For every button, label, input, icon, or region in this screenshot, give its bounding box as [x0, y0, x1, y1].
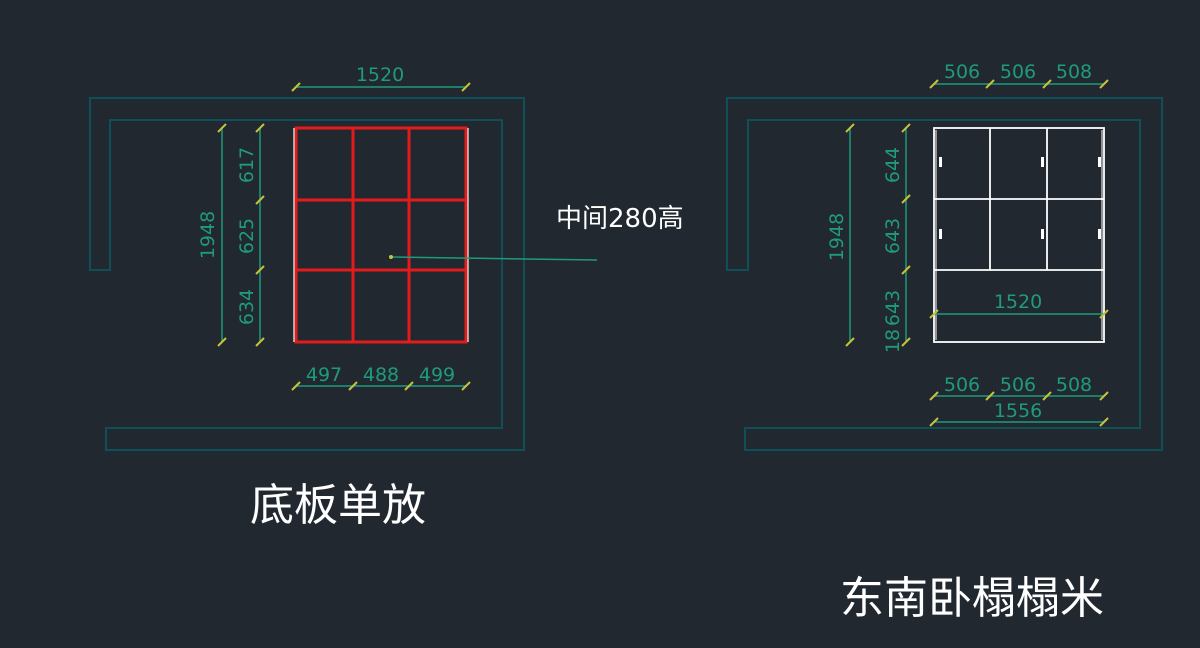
- right-vertical-dimension-lines: [849, 128, 907, 342]
- right-top-ticks: [929, 79, 1109, 89]
- left-top-width-label: 1520: [356, 64, 404, 86]
- right-row3-prefix-label: 18: [882, 329, 904, 353]
- left-bottom-ticks: [291, 381, 471, 391]
- right-plan: 506 506 508 1948 644 643 643 18 1520: [726, 61, 1163, 624]
- left-cabinet-frame: [294, 126, 468, 344]
- left-row1-label: 617: [236, 147, 258, 183]
- right-top-col3-label: 508: [1056, 61, 1092, 83]
- right-row2-label: 643: [882, 218, 904, 254]
- left-plan-title: 底板单放: [250, 480, 426, 531]
- right-inner-width-label: 1520: [994, 291, 1042, 313]
- right-cabinet-handles: [939, 157, 1101, 239]
- right-plan-title: 东南卧榻榻米: [840, 573, 1104, 624]
- right-bottom-ticks: [929, 391, 1109, 427]
- right-bottom-total-label: 1556: [994, 400, 1042, 422]
- left-row2-label: 625: [236, 218, 258, 254]
- right-top-col1-label: 506: [944, 61, 980, 83]
- left-col2-label: 488: [363, 364, 399, 386]
- right-height-total-label: 1948: [826, 213, 848, 261]
- left-room-wall: [89, 97, 525, 451]
- right-top-col2-label: 506: [1000, 61, 1036, 83]
- left-plan: 1520 1948 617 625 634 497 488: [89, 64, 684, 531]
- right-bottom-dimension-lines: [934, 395, 1104, 423]
- left-row3-label: 634: [236, 289, 258, 325]
- left-vertical-ticks: [217, 123, 265, 347]
- right-bottom-col3-label: 508: [1056, 374, 1092, 396]
- right-bottom-col1-label: 506: [944, 374, 980, 396]
- right-cabinet-frame: [933, 127, 1105, 343]
- right-row1-label: 644: [882, 147, 904, 183]
- right-inner-ticks: [929, 309, 1109, 319]
- right-row3-label: 643: [882, 290, 904, 326]
- left-height-total-label: 1948: [197, 211, 219, 259]
- right-vertical-ticks: [845, 123, 911, 347]
- note-leader-point: [389, 255, 393, 259]
- left-col1-label: 497: [306, 364, 342, 386]
- right-room-wall: [726, 97, 1163, 451]
- left-cabinet-edges: [293, 128, 469, 342]
- left-vertical-dimension-lines: [221, 128, 261, 342]
- note-leader-line: [390, 256, 598, 261]
- left-top-ticks: [291, 82, 471, 92]
- right-bottom-col2-label: 506: [1000, 374, 1036, 396]
- height-note: 中间280高: [556, 204, 684, 234]
- left-col3-label: 499: [419, 364, 455, 386]
